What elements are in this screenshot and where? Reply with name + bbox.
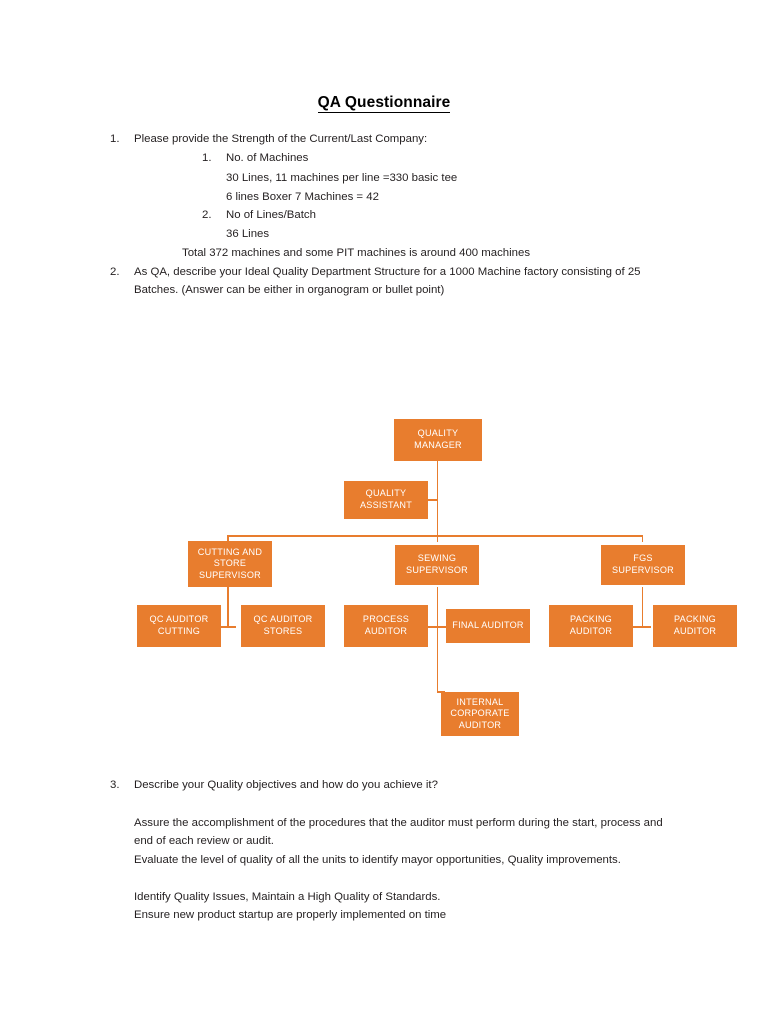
question-3-answer-line-2: Evaluate the level of quality of all the… xyxy=(134,854,621,866)
org-node-packing-auditor-2: PACKING AUDITOR xyxy=(653,605,737,647)
org-node-quality-manager: QUALITY MANAGER xyxy=(394,419,482,461)
connector-process-auditor-stub xyxy=(428,626,437,628)
question-3-text: Describe your Quality objectives and how… xyxy=(134,779,438,791)
question-1-sub-1-number: 1. xyxy=(202,152,212,164)
question-2-number: 2. xyxy=(110,266,120,278)
connector-supervisor-bus xyxy=(227,535,643,537)
connector-assistant-stub xyxy=(428,499,437,501)
page-title: QA Questionnaire xyxy=(0,94,768,113)
org-node-sewing-supervisor: SEWING SUPERVISOR xyxy=(395,545,479,585)
org-node-final-auditor: FINAL AUDITOR xyxy=(446,609,530,643)
connector-internal-auditor-stub xyxy=(436,691,445,693)
connector-packing-2-stub xyxy=(641,626,651,628)
page-title-text: QA Questionnaire xyxy=(317,94,451,113)
question-1-sub-2-detail-1: 36 Lines xyxy=(226,228,270,240)
org-node-qc-auditor-cutting: QC AUDITOR CUTTING xyxy=(137,605,221,647)
org-node-cutting-store-supervisor: CUTTING AND STORE SUPERVISOR xyxy=(188,541,272,587)
connector-drop-fgs xyxy=(641,535,644,542)
connector-manager-vertical xyxy=(436,461,439,536)
org-node-packing-auditor-1: PACKING AUDITOR xyxy=(549,605,633,647)
question-2-text: As QA, describe your Ideal Quality Depar… xyxy=(134,266,644,297)
org-node-quality-assistant: QUALITY ASSISTANT xyxy=(344,481,428,519)
question-3-number: 3. xyxy=(110,779,120,791)
connector-drop-sewing xyxy=(436,535,439,542)
connector-packing-1-stub xyxy=(633,626,642,628)
question-1-sub-1-detail-1: 30 Lines, 11 machines per line =330 basi… xyxy=(226,172,458,184)
question-3-answer-line-3: Identify Quality Issues, Maintain a High… xyxy=(134,891,441,903)
org-node-process-auditor: PROCESS AUDITOR xyxy=(344,605,428,647)
connector-drop-cutting xyxy=(227,535,229,542)
connector-cutting-vertical xyxy=(227,587,229,628)
question-1-text: Please provide the Strength of the Curre… xyxy=(134,133,428,145)
org-node-qc-auditor-stores: QC AUDITOR STORES xyxy=(241,605,325,647)
org-node-fgs-supervisor: FGS SUPERVISOR xyxy=(601,545,685,585)
connector-qc-stores-stub xyxy=(227,626,236,628)
connector-final-auditor-stub xyxy=(436,626,446,628)
question-1-sub-1-text: No. of Machines xyxy=(226,152,309,164)
question-3-answer-line-1: Assure the accomplishment of the procedu… xyxy=(134,817,666,848)
question-1-sub-1-detail-2: 6 lines Boxer 7 Machines = 42 xyxy=(226,191,379,203)
connector-sewing-vertical xyxy=(436,587,439,692)
connector-qc-cutting-stub xyxy=(219,626,228,628)
question-1-number: 1. xyxy=(110,133,120,145)
question-3-answer-line-4: Ensure new product startup are properly … xyxy=(134,909,447,921)
question-1-sub-2-number: 2. xyxy=(202,209,212,221)
question-1-summary: Total 372 machines and some PIT machines… xyxy=(182,247,531,259)
connector-fgs-vertical xyxy=(641,587,644,628)
org-node-internal-corporate-auditor: INTERNAL CORPORATE AUDITOR xyxy=(441,692,519,736)
question-1-sub-2-text: No of Lines/Batch xyxy=(226,209,316,221)
